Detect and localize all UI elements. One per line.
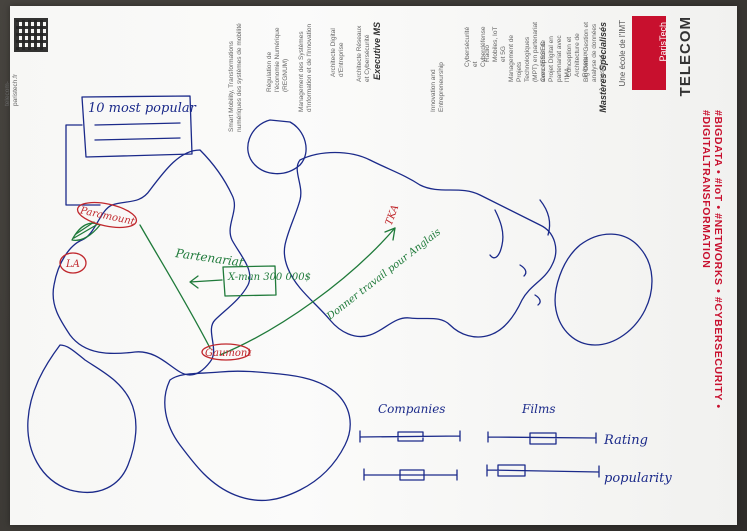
continent-greenland bbox=[247, 119, 307, 175]
money-box bbox=[222, 265, 277, 297]
popular-box bbox=[81, 95, 193, 158]
popularity-label: popularity bbox=[604, 471, 672, 486]
continent-australia bbox=[554, 233, 653, 346]
gaumont-label: Gaumont bbox=[205, 348, 252, 359]
islands-east bbox=[539, 199, 551, 236]
islands-small-2 bbox=[534, 294, 541, 306]
continent-eurasia bbox=[283, 151, 557, 338]
boxplot-companies-rating bbox=[359, 430, 461, 443]
islands-japan bbox=[489, 209, 504, 259]
hashtag-banner: #BIGDATA • #IoT • #NETWORKS • #CYBERSECU… bbox=[700, 110, 724, 409]
rating-label: Rating bbox=[603, 433, 648, 448]
money-label: X-man 300 000$ bbox=[227, 272, 311, 283]
money-arrow bbox=[189, 275, 223, 289]
boxplot-films-rating bbox=[487, 431, 597, 445]
flow-arrowhead bbox=[384, 227, 396, 241]
flow-arrow bbox=[219, 227, 396, 356]
connector-line bbox=[65, 124, 101, 206]
islands-small-1 bbox=[519, 264, 527, 277]
continent-africa bbox=[164, 370, 351, 502]
films-label: Films bbox=[521, 402, 556, 416]
leaf-lines bbox=[73, 221, 99, 239]
la-circle bbox=[59, 252, 87, 274]
la-label: LA bbox=[65, 259, 80, 270]
paper-sheet bbox=[10, 6, 737, 525]
boxplot-films-popularity bbox=[486, 464, 600, 478]
partnership-arrow bbox=[139, 224, 211, 349]
paramount-circle bbox=[76, 201, 138, 229]
asia-label: TKA bbox=[384, 204, 402, 227]
companies-label: Companies bbox=[378, 402, 445, 416]
brand-logo-block bbox=[632, 16, 666, 90]
partnership-label: Partenariat bbox=[174, 246, 245, 270]
popular-box-label: 10 most popular bbox=[88, 101, 197, 116]
boxplot-companies-popularity bbox=[363, 468, 458, 481]
qr-code bbox=[14, 18, 48, 52]
popular-box-lines bbox=[94, 122, 181, 141]
gaumont-circle bbox=[201, 343, 251, 361]
continent-south-america bbox=[27, 344, 137, 494]
